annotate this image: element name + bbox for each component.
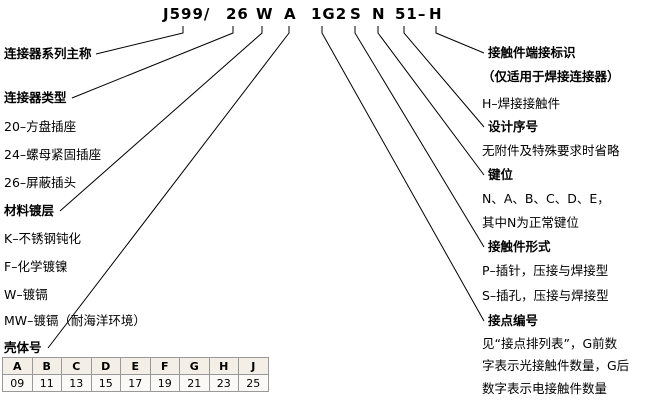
shell-table-value-cell: 11 — [32, 375, 62, 392]
plating-item: K–不锈钢钝化 — [4, 231, 81, 246]
type-item: 20–方盘插座 — [4, 119, 77, 134]
key-item: N、A、B、C、D、E， — [482, 191, 610, 206]
leader-line-contact-form — [354, 26, 485, 248]
leader-line-type — [71, 26, 234, 99]
label-contact-number-title: 接点编号 — [488, 313, 539, 328]
shell-table-value-cell: 09 — [3, 375, 33, 392]
plating-item: F–化学镀镍 — [4, 259, 68, 274]
label-shell-title: 壳体号 — [4, 340, 42, 355]
termination-item: （仅适用于焊接连接器） — [482, 69, 620, 84]
contact-number-item: 字表示光接触件数量，G后 — [482, 358, 630, 373]
leader-line-termination — [435, 26, 485, 54]
label-type-title: 连接器类型 — [4, 90, 67, 105]
shell-table-header-cell: C — [62, 358, 92, 375]
shell-table-header-cell: H — [209, 358, 239, 375]
contact-number-item: 见“接点排列表”，G前数 — [482, 336, 618, 351]
shell-table-value-cell: 21 — [180, 375, 210, 392]
label-termination-title: 接触件端接标识 — [488, 45, 576, 60]
type-item: 26–屏蔽插头 — [4, 175, 77, 190]
plating-item: W–镀镉 — [4, 287, 48, 302]
shell-table-value-cell: 15 — [91, 375, 121, 392]
label-plating-title: 材料镀层 — [4, 203, 55, 218]
shell-table-header-cell: D — [91, 358, 121, 375]
shell-table-header-cell: A — [3, 358, 33, 375]
leader-line-plating — [59, 26, 263, 212]
shell-table-header-cell: E — [121, 358, 151, 375]
code-segment-series: J599/ — [163, 5, 211, 23]
code-segment-contact-form: S — [350, 5, 362, 23]
code-segment-shell: A — [284, 5, 297, 23]
leader-line-design — [403, 26, 485, 128]
label-design-title: 设计序号 — [488, 119, 539, 134]
label-contact-form-title: 接触件形式 — [488, 239, 551, 254]
code-segment-termination: H — [429, 5, 443, 23]
shell-table-header-cell: G — [180, 358, 210, 375]
leader-line-contact-number — [321, 26, 485, 322]
contact-number-item: 数字表示电接触件数量 — [482, 381, 608, 396]
shell-table-value-cell: 25 — [239, 375, 269, 392]
termination-item: H–焊接接触件 — [482, 96, 561, 111]
shell-table-value-cell: 13 — [62, 375, 92, 392]
type-item: 24–螺母紧固插座 — [4, 147, 102, 162]
code-segment-key: N — [372, 5, 386, 23]
shell-table-header-cell: J — [239, 358, 269, 375]
contact-form-item: S–插孔，压接与焊接型 — [482, 288, 609, 303]
shell-table-header-cell: B — [32, 358, 62, 375]
shell-table-header-cell: F — [150, 358, 180, 375]
plating-item: MW–镀镉（耐海洋环境） — [4, 313, 146, 328]
leader-line-key — [377, 26, 485, 176]
code-segment-type: 26 — [226, 5, 249, 23]
contact-form-item: P–插针，压接与焊接型 — [482, 263, 609, 278]
code-segment-contact-number: 1G2 — [311, 5, 348, 23]
leader-line-series — [95, 26, 184, 55]
label-key-title: 键位 — [488, 167, 514, 182]
shell-table-value-cell: 19 — [150, 375, 180, 392]
code-segment-plating: W — [256, 5, 274, 23]
label-series-title: 连接器系列主称 — [4, 46, 92, 61]
leader-line-shell — [47, 26, 290, 349]
shell-table-value-cell: 23 — [209, 375, 239, 392]
shell-size-table: A B C D E F G H J 09 11 13 15 17 19 21 2… — [2, 357, 269, 392]
design-item: 无附件及特殊要求时省略 — [482, 143, 620, 158]
code-segment-design: 51– — [395, 5, 427, 23]
shell-table-value-cell: 17 — [121, 375, 151, 392]
key-item: 其中N为正常键位 — [482, 215, 579, 230]
